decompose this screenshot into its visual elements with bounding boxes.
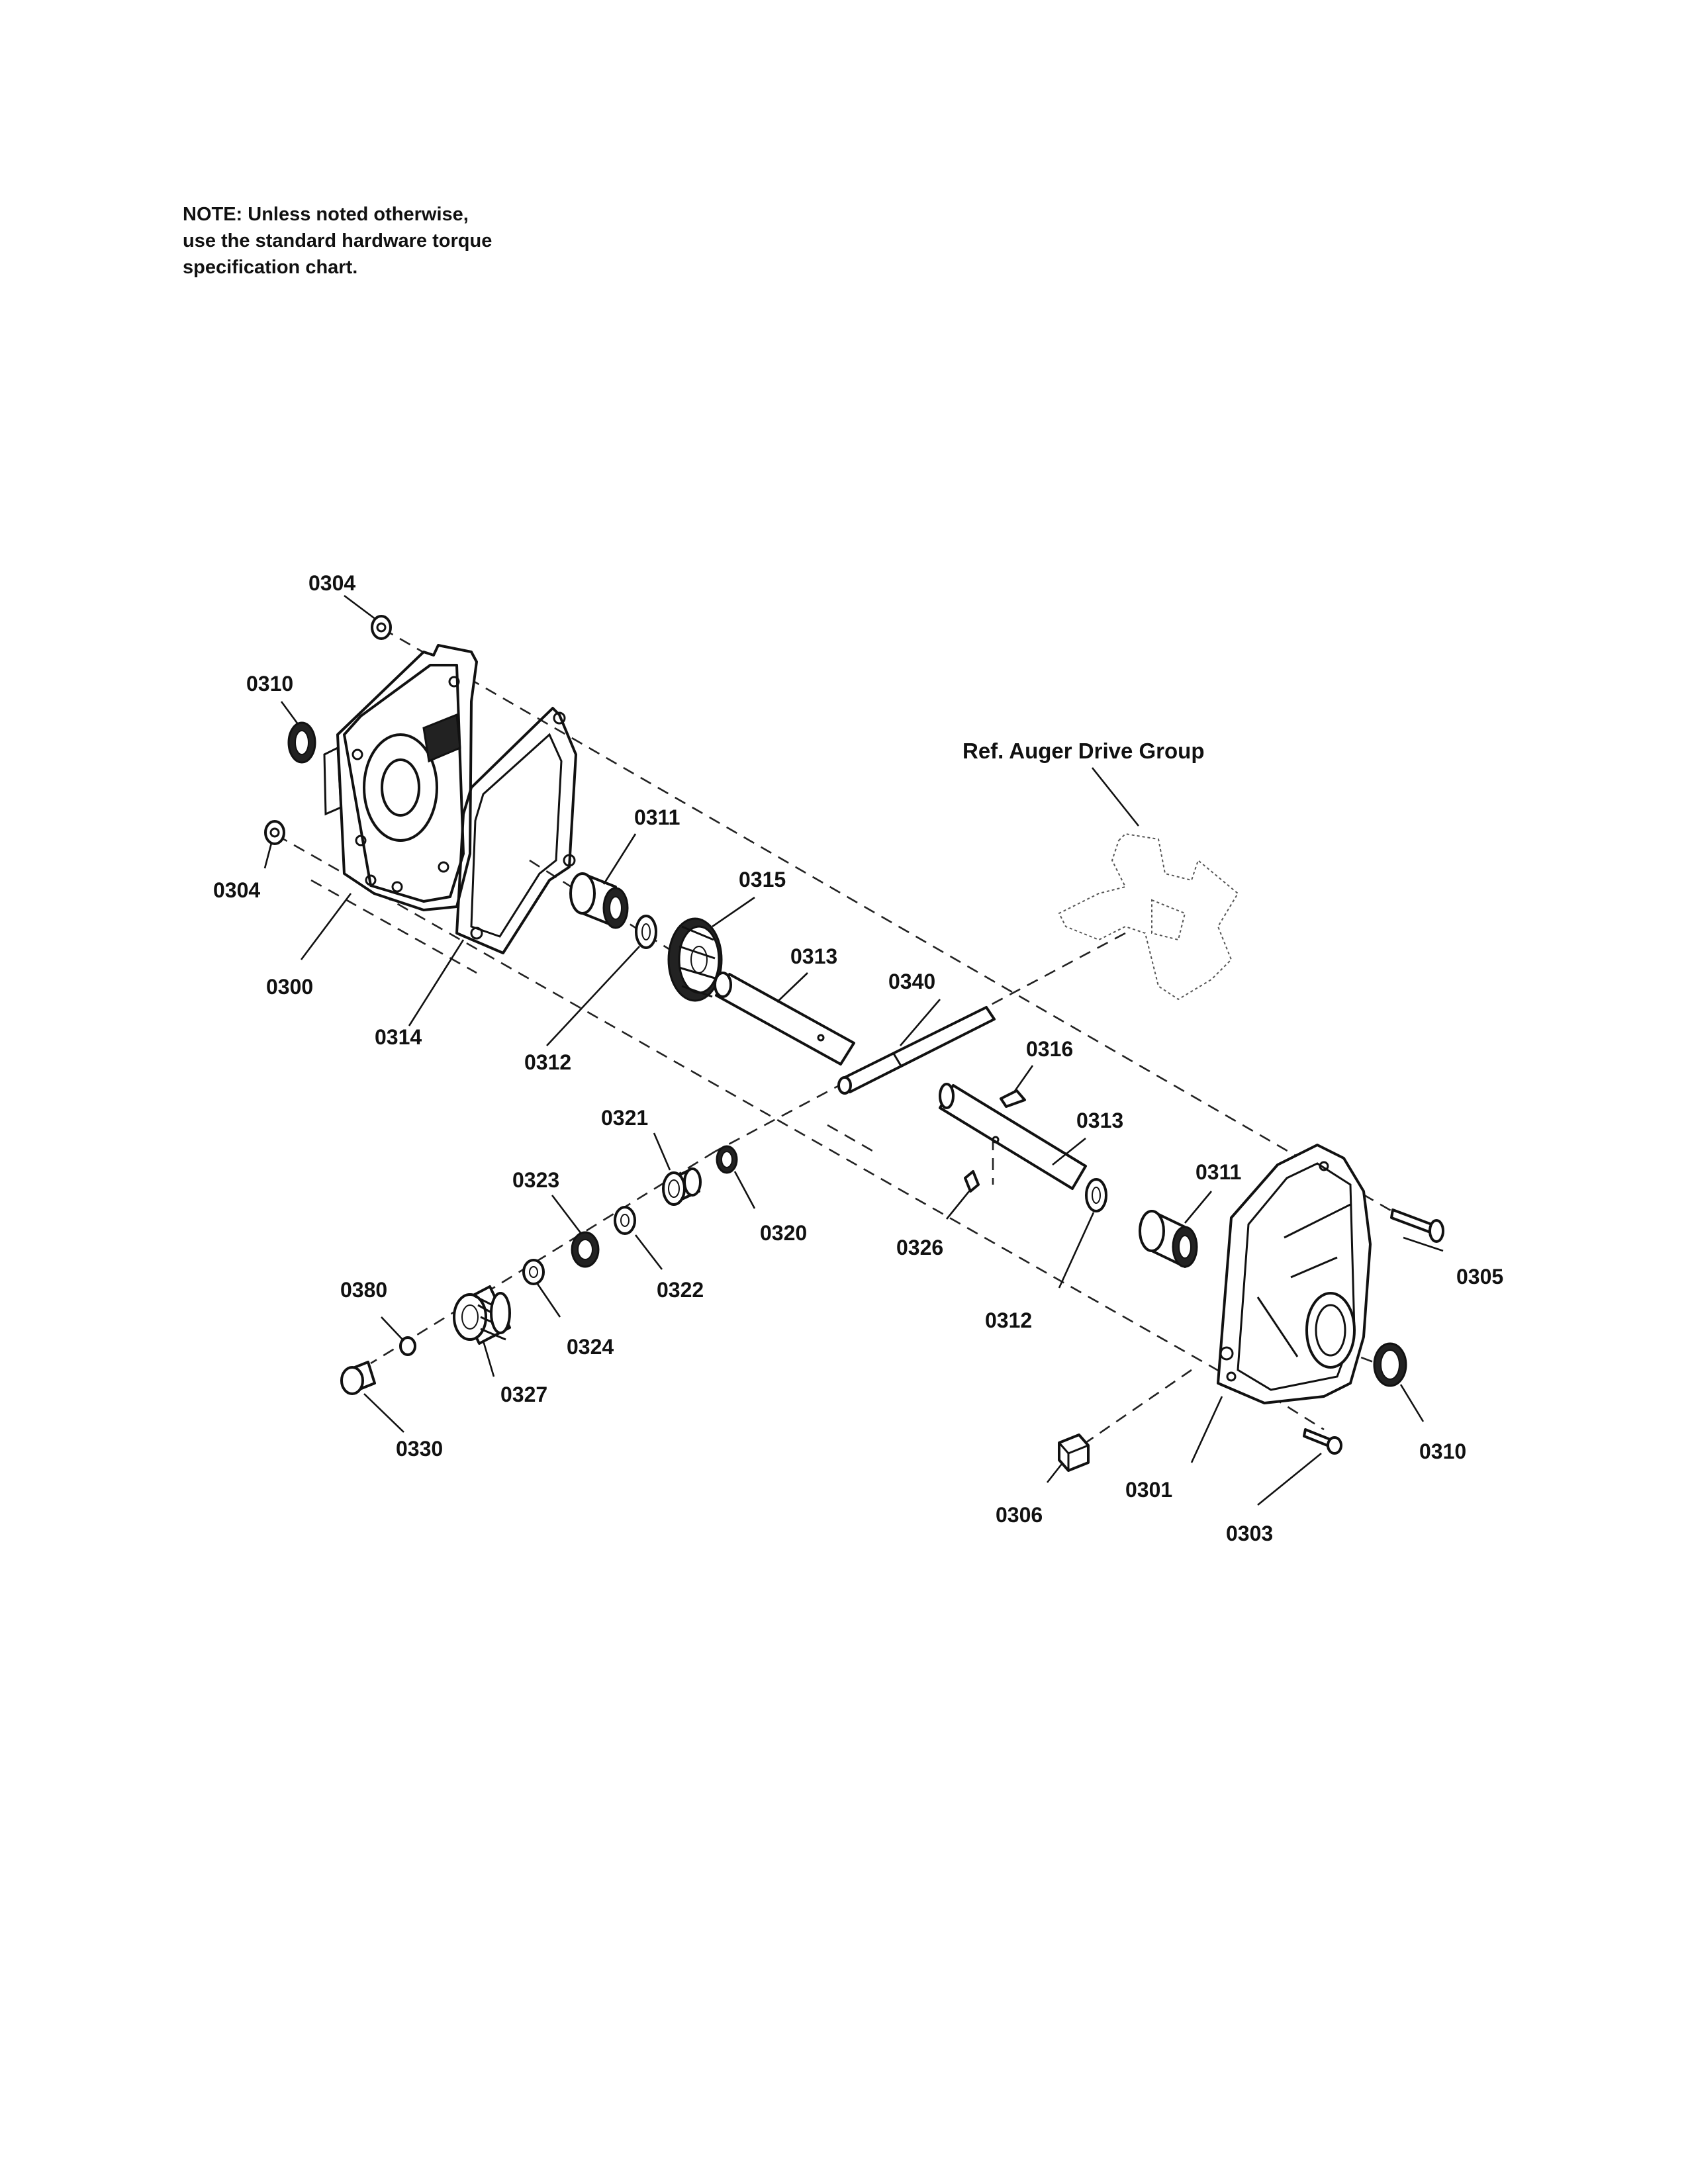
hex-nut-0304-top (371, 615, 392, 640)
shaft-0313-upper (714, 972, 855, 1066)
torque-note-line-3: specification chart. (183, 257, 358, 278)
callout-0304-left: 0304 (213, 878, 260, 902)
left-housing-0300 (323, 644, 478, 911)
torque-note: NOTE: Unless noted otherwise, use the st… (183, 201, 527, 281)
callout-0322: 0322 (657, 1278, 704, 1302)
bearing-0323 (571, 1231, 600, 1268)
seal-0310-left (287, 721, 316, 764)
bearing-0311-lower (1139, 1210, 1198, 1268)
ring-0380 (399, 1336, 416, 1356)
torque-note-line-2: use the standard hardware torque (183, 230, 492, 251)
shaft-0340 (837, 1006, 996, 1095)
washer-0324 (522, 1259, 545, 1285)
callout-0311-upper: 0311 (634, 805, 680, 829)
callout-0306: 0306 (996, 1503, 1043, 1527)
shaft-0313-lower (939, 1083, 1087, 1190)
worm-gear-0327 (453, 1285, 511, 1345)
bushing-0321 (662, 1167, 702, 1206)
seal-0310-right (1373, 1342, 1407, 1387)
callout-0301: 0301 (1125, 1478, 1172, 1502)
gasket-0314 (455, 707, 577, 954)
callout-0330: 0330 (396, 1437, 443, 1461)
key-0316 (1000, 1089, 1026, 1108)
callout-0304-top: 0304 (308, 571, 355, 595)
callout-0300: 0300 (266, 975, 313, 999)
screw-0305 (1390, 1208, 1444, 1243)
cap-0330 (340, 1361, 376, 1395)
auger-drive-group-label: Ref. Auger Drive Group (962, 739, 1205, 763)
ring-0320 (716, 1145, 738, 1174)
gear-0315 (667, 917, 723, 1002)
leader-lines (263, 594, 1444, 1506)
plug-0306 (1058, 1433, 1090, 1472)
callout-0310-left: 0310 (246, 672, 293, 696)
callout-0315: 0315 (739, 868, 786, 891)
callout-0303: 0303 (1226, 1522, 1273, 1545)
callout-0326: 0326 (896, 1236, 943, 1259)
bearing-0311-upper (569, 872, 629, 929)
callout-0323: 0323 (512, 1168, 559, 1192)
callout-0324: 0324 (567, 1335, 614, 1359)
right-housing-0301 (1217, 1144, 1372, 1404)
callout-0310-right: 0310 (1419, 1439, 1466, 1463)
callout-0312-upper: 0312 (524, 1050, 571, 1074)
pin-0326 (964, 1170, 980, 1193)
washer-0312-lower (1085, 1178, 1107, 1212)
callout-0312-lower: 0312 (985, 1308, 1032, 1332)
screw-0303 (1303, 1428, 1342, 1455)
callout-0313-upper: 0313 (790, 944, 837, 968)
callout-0316: 0316 (1026, 1037, 1073, 1061)
callout-0314: 0314 (375, 1025, 422, 1049)
callout-0311-lower: 0311 (1196, 1160, 1241, 1184)
callout-0313-lower: 0313 (1076, 1109, 1123, 1132)
auger-drive-group-reference (1058, 833, 1239, 1001)
washer-0312-upper (635, 915, 657, 949)
callout-0327: 0327 (500, 1383, 547, 1406)
callout-0340: 0340 (888, 970, 935, 993)
callout-labels: 0304 0310 0304 0300 0314 0312 0311 0315 … (213, 571, 1503, 1545)
hex-nut-0304-left (264, 820, 285, 845)
torque-note-line-1: NOTE: Unless noted otherwise, (183, 204, 469, 225)
callout-0305: 0305 (1456, 1265, 1503, 1289)
callout-0321: 0321 (601, 1106, 648, 1130)
washer-0322 (614, 1206, 636, 1235)
callout-0320: 0320 (760, 1221, 807, 1245)
callout-0380: 0380 (340, 1278, 387, 1302)
